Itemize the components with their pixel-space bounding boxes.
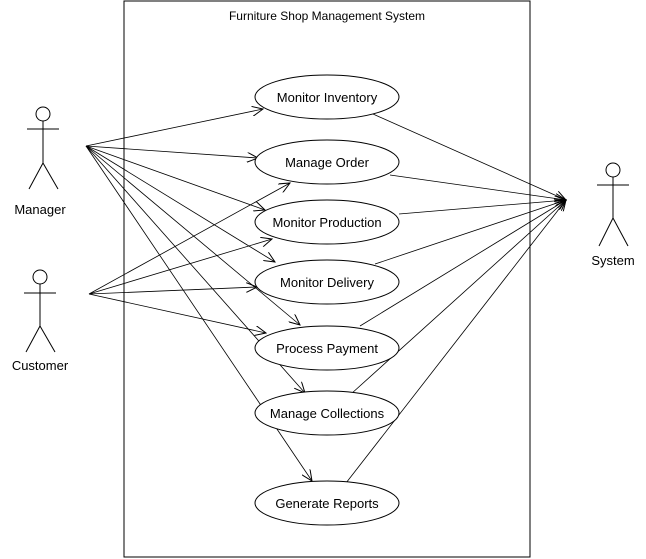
association-system-generate-reports	[345, 200, 566, 484]
association-manager-monitor-production	[85, 145, 265, 210]
use-case-monitor-delivery[interactable]: Monitor Delivery	[254, 259, 400, 305]
association-customer-manage-order	[88, 183, 290, 295]
system-boundary-title: Furniture Shop Management System	[229, 9, 425, 23]
association-system-manage-order	[389, 174, 566, 200]
actor-customer[interactable]: Customer	[12, 269, 69, 373]
actor-system[interactable]: System	[591, 162, 635, 268]
association-system-process-payment	[359, 200, 566, 327]
association-system-monitor-production	[398, 200, 566, 215]
association-system-manage-collections	[350, 200, 566, 395]
use-case-manage-collections[interactable]: Manage Collections	[254, 390, 400, 436]
use-case-label: Generate Reports	[275, 496, 379, 511]
association-manager-monitor-delivery	[85, 145, 275, 262]
use-case-label: Monitor Production	[272, 215, 381, 230]
actor-manager-label: Manager	[14, 202, 66, 217]
actor-system-label: System	[591, 253, 634, 268]
use-case-manage-order[interactable]: Manage Order	[254, 139, 400, 185]
association-customer-monitor-production	[88, 239, 272, 295]
association-customer-monitor-delivery	[88, 287, 257, 295]
use-case-monitor-inventory[interactable]: Monitor Inventory	[254, 74, 400, 120]
association-system-monitor-delivery	[374, 200, 566, 265]
association-system-monitor-inventory	[372, 113, 566, 200]
association-manager-process-payment	[85, 145, 300, 325]
actor-manager[interactable]: Manager	[14, 106, 66, 217]
use-case-process-payment[interactable]: Process Payment	[254, 325, 400, 371]
use-case-label: Monitor Delivery	[280, 275, 374, 290]
use-case-monitor-production[interactable]: Monitor Production	[254, 199, 400, 245]
use-case-label: Process Payment	[276, 341, 378, 356]
association-customer-process-payment	[88, 293, 266, 333]
use-case-label: Manage Collections	[270, 406, 385, 421]
use-case-label: Monitor Inventory	[277, 90, 378, 105]
association-manager-monitor-inventory	[85, 109, 263, 147]
use-case-label: Manage Order	[285, 155, 369, 170]
use-case-generate-reports[interactable]: Generate Reports	[254, 480, 400, 526]
actor-customer-label: Customer	[12, 358, 69, 373]
association-manager-manage-order	[85, 145, 258, 158]
